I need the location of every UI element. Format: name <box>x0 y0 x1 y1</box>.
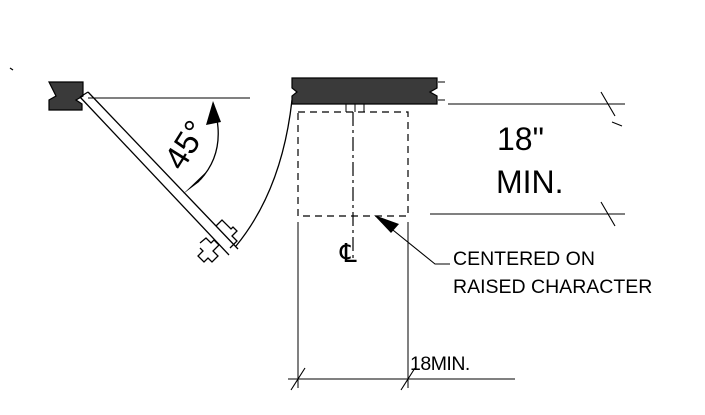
centerline: ℄ <box>339 112 357 268</box>
depth-dimension-unit: MIN. <box>496 164 564 200</box>
arrowhead-icon <box>206 101 221 125</box>
callout-line-1: CENTERED ON <box>453 248 595 270</box>
callout-line-2: RAISED CHARACTER <box>453 276 652 298</box>
door-leaf <box>79 91 239 256</box>
door-lever <box>197 219 238 263</box>
arrowhead-icon <box>183 170 208 194</box>
callout: CENTERED ON RAISED CHARACTER <box>374 215 652 298</box>
angle-label: 45° <box>157 114 215 176</box>
centerline-symbol: ℄ <box>339 238 357 268</box>
right-wall <box>291 77 445 112</box>
depth-dimension: 18" MIN. <box>430 91 625 227</box>
width-dimension-label: 18MIN. <box>410 353 470 375</box>
callout-arrowhead-icon <box>374 215 399 233</box>
depth-dimension-value: 18" <box>497 121 544 157</box>
angle-indicator: 45° <box>88 97 250 194</box>
left-wall <box>9 67 84 111</box>
door-swing-arc <box>235 99 293 247</box>
width-dimension: 18MIN. <box>288 222 515 391</box>
